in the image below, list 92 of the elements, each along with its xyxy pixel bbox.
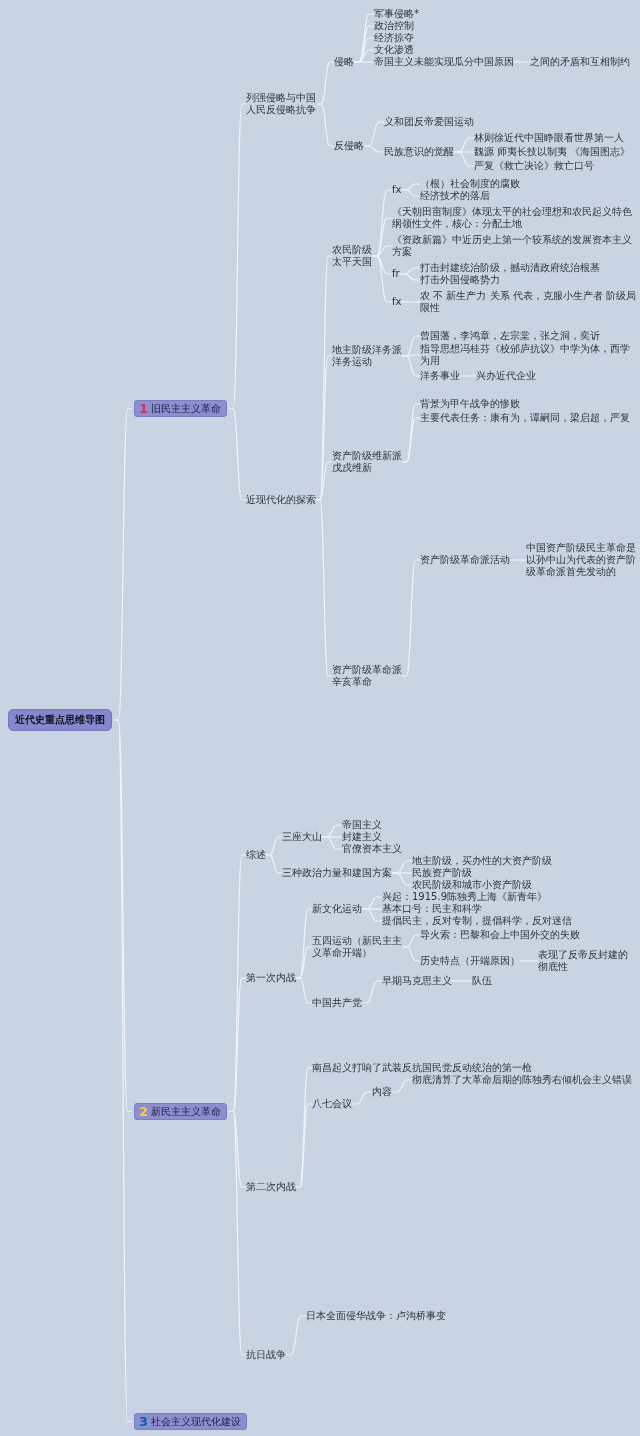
branch-text: 民族意识的觉醒 — [384, 146, 454, 158]
branch-text: fx — [392, 296, 402, 308]
branch-text: 抗日战争 — [246, 1349, 286, 1361]
branch-text: 综述 — [246, 849, 266, 861]
branch-text: 早期马克思主义 — [382, 975, 452, 987]
branch-text: 之间的矛盾和互相制约 — [530, 56, 630, 68]
branch-text: 表现了反帝反封建的彻底性 — [538, 949, 636, 973]
connector-line — [399, 273, 421, 281]
branch-text: 魏源 师夷长技以制夷 《海国图志》 — [474, 146, 631, 158]
branch-text: 背景为甲午战争的惨败 — [420, 398, 520, 410]
branch-text: 五四运动（新民主主义革命开端） — [312, 935, 403, 959]
connector-line — [401, 559, 421, 677]
branch-text: 地主阶级洋务派 — [332, 344, 402, 356]
branch-text: 提倡民主，反对专制，提倡科学，反对迷信 — [382, 915, 572, 927]
branch-text: 农 不 新生产力 关系 代表，克服小生产者 阶级局限性 — [420, 290, 636, 314]
topic-number: 1 — [139, 402, 149, 415]
branch-text: 队伍 — [472, 975, 492, 987]
branch-text: fr — [392, 268, 400, 280]
branch-text: 农民阶级 — [332, 244, 372, 256]
branch-text: 导火索：巴黎和会上中国外交的失败 — [420, 929, 580, 941]
branch-text: 《资政新篇》中近历史上第一个较系统的发展资本主义方案 — [392, 234, 636, 258]
branch-text: 第一次内战 — [246, 972, 296, 984]
topic-title: 旧民主主义革命 — [151, 402, 222, 415]
branch-text: 资产阶级维新派 — [332, 450, 402, 462]
connector-line — [401, 417, 421, 463]
branch-text: 林则徐近代中国睁眼看世界第一人 — [474, 132, 624, 144]
branch-text: 第二次内战 — [246, 1181, 296, 1193]
connector-line — [265, 854, 283, 874]
branch-text: 戊戌维新 — [332, 462, 373, 474]
main-topic-box — [134, 1103, 228, 1120]
branch-text: 资产阶级革命派活动 — [420, 554, 510, 566]
branch-text: 曾国藩，李鸿章，左宗棠，张之洞，奕䜣 — [420, 330, 600, 342]
central-topic-box: 近代史重点思维导图 — [8, 709, 112, 731]
branch-text: 新文化运动 — [312, 903, 362, 915]
branch-text: （根）社会制度的腐败 — [420, 178, 520, 190]
branch-text: 经济技术的落后 — [420, 190, 490, 202]
branch-text: 农民阶级和城市小资产阶级 — [412, 879, 532, 891]
connector-line — [351, 1091, 373, 1105]
branch-text: 侵略 — [334, 56, 354, 68]
branch-text: 中国共产党 — [312, 997, 362, 1009]
connector-line — [285, 1315, 307, 1356]
branch-text: 兴起：1915.9陈独秀上海《新青年》 — [382, 891, 547, 903]
topic-title: 社会主义现代化建设 — [151, 1415, 242, 1428]
main-topic-box — [134, 1413, 248, 1430]
topic-title: 新民主主义革命 — [151, 1105, 222, 1118]
branch-text: 洋务运动 — [332, 356, 373, 368]
connector-line — [316, 103, 335, 147]
connector-line — [400, 189, 421, 197]
branch-text: 打击外国侵略势力 — [420, 274, 500, 286]
branch-text: 洋务事业 — [420, 370, 460, 382]
branch-text: 反侵略 — [334, 140, 364, 152]
branch-text: 列强侵略与中国人民反侵略抗争 — [246, 92, 317, 116]
connector-line — [363, 145, 385, 153]
topic-number: 3 — [139, 1415, 149, 1428]
branch-text: 太平天国 — [332, 256, 372, 268]
branch-text: 严复《救亡决论》救亡口号 — [474, 160, 594, 172]
branch-text: 封建主义 — [342, 831, 382, 843]
branch-text: 军事侵略* — [374, 8, 419, 20]
branch-text: 资产阶级革命派 — [332, 664, 402, 676]
topic-number: 2 — [139, 1105, 149, 1118]
branch-text: 中国资产阶级民主革命是以孙中山为代表的资产阶级革命派首先发动的 — [526, 542, 638, 578]
branch-text: 主要代表任务：康有为，谭嗣同，梁启超，严复 — [420, 412, 630, 424]
connector-line — [361, 980, 383, 1004]
branch-text: 帝国主义 — [342, 819, 382, 831]
branch-text: 民族资产阶级 — [412, 867, 472, 879]
branch-text: 辛亥革命 — [332, 676, 373, 688]
branch-text: 文化渗透 — [374, 44, 414, 56]
branch-text: 南昌起义打响了武装反抗国民党反动统治的第一枪 — [312, 1062, 532, 1074]
branch-text: 兴办近代企业 — [476, 370, 536, 382]
branch-text: 《天朝田亩制度》体现太平的社会理想和农民起义特色纲领性文件，核心：分配土地 — [392, 206, 636, 230]
connector-line — [391, 1079, 413, 1093]
connector-line — [295, 1103, 313, 1188]
branch-text: 三座大山 — [282, 831, 322, 843]
branch-text: 八七会议 — [312, 1098, 352, 1110]
branch-text: 日本全面侵华战争：卢沟桥事变 — [306, 1310, 446, 1322]
connector-line — [402, 946, 421, 962]
branch-text: 彻底清算了大革命后期的陈独秀右倾机会主义错误 — [412, 1074, 632, 1086]
branch-text: 内容 — [372, 1086, 392, 1098]
branch-text: 基本口号：民主和科学 — [382, 903, 482, 915]
branch-text: 历史特点（开端原因） — [420, 955, 520, 967]
main-topic-box — [134, 400, 228, 417]
branch-text: 经济掠夺 — [374, 32, 414, 44]
branch-text: 官僚资本主义 — [342, 843, 402, 855]
branch-text: 打击封建统治阶级，撼动清政府统治根基 — [420, 262, 600, 274]
branch-text: 政治控制 — [374, 20, 414, 32]
branch-text: 义和团反帝爱国运动 — [384, 116, 474, 128]
branch-text: 近现代化的探索 — [246, 494, 316, 506]
branch-text: 三种政治力量和建国方案 — [282, 867, 392, 879]
branch-text: 指导思想冯桂芬《校邠庐抗议》中学为体，西学为用 — [420, 343, 636, 367]
branch-text: fx — [392, 184, 402, 196]
branch-text: 地主阶级，买办性的大资产阶级 — [412, 855, 552, 867]
branch-text: 帝国主义未能实现瓜分中国原因 — [374, 56, 514, 68]
